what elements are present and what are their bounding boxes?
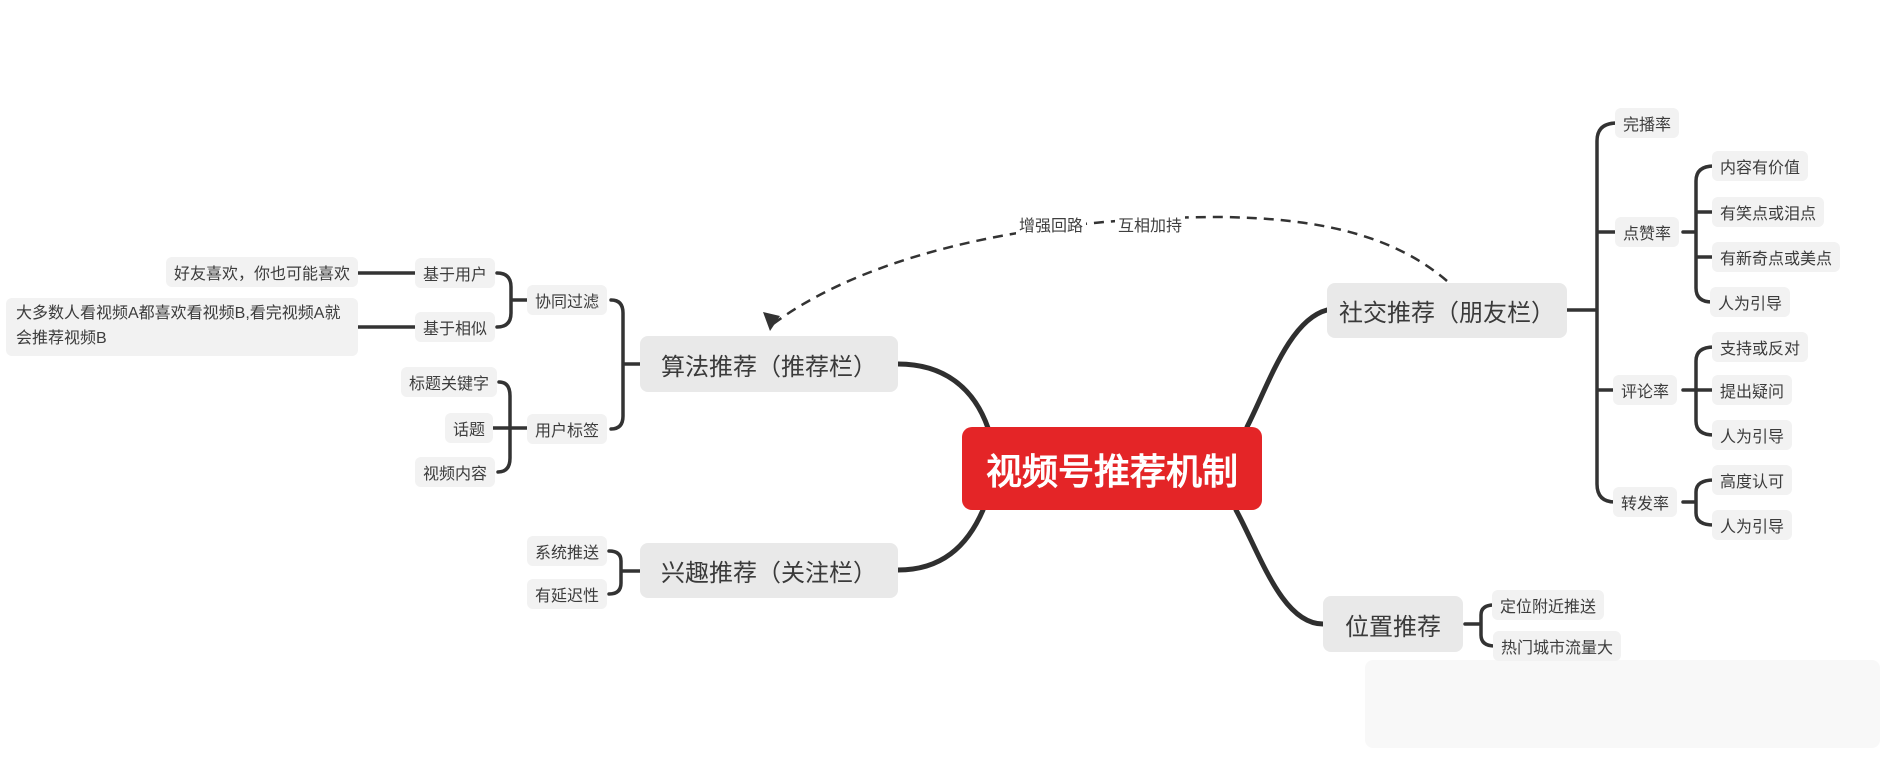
node-comment-rate[interactable]: 评论率 — [1613, 375, 1678, 405]
edge-root-social — [1244, 307, 1330, 430]
bracket-collab — [495, 271, 531, 329]
node-novel-or-beautiful[interactable]: 有新奇点或美点 — [1712, 242, 1841, 272]
node-completion-rate[interactable]: 完播率 — [1615, 108, 1680, 138]
node-raise-question[interactable]: 提出疑问 — [1712, 375, 1793, 405]
relationship-label-mutual[interactable]: 互相加持 — [1115, 212, 1186, 236]
bracket-like-children — [1681, 164, 1716, 304]
edge-root-interest — [895, 507, 986, 573]
node-user-based-note[interactable]: 好友喜欢，你也可能喜欢 — [165, 257, 358, 287]
relationship-arrowhead — [763, 312, 780, 331]
node-high-approval[interactable]: 高度认可 — [1712, 465, 1793, 495]
node-valuable-content[interactable]: 内容有价值 — [1712, 151, 1809, 181]
node-user-based[interactable]: 基于用户 — [414, 258, 495, 288]
bracket-location-children — [1463, 603, 1497, 648]
node-nearby-push[interactable]: 定位附近推送 — [1492, 590, 1605, 620]
node-topic[interactable]: 话题 — [444, 413, 493, 443]
node-social-recommendation[interactable]: 社交推荐（朋友栏） — [1327, 283, 1567, 338]
node-hot-city-traffic[interactable]: 热门城市流量大 — [1493, 631, 1622, 661]
node-manual-guidance-like[interactable]: 人为引导 — [1710, 287, 1791, 317]
node-system-push[interactable]: 系统推送 — [526, 536, 607, 566]
node-like-rate[interactable]: 点赞率 — [1615, 217, 1680, 247]
edge-root-algorithm — [895, 361, 991, 431]
node-algorithm-recommendation[interactable]: 算法推荐（推荐栏） — [640, 336, 898, 392]
node-delayed[interactable]: 有延迟性 — [526, 579, 607, 609]
node-user-tags[interactable]: 用户标签 — [527, 414, 608, 444]
node-interest-recommendation[interactable]: 兴趣推荐（关注栏） — [640, 543, 898, 598]
node-collaborative-filtering[interactable]: 协同过滤 — [527, 285, 608, 315]
node-manual-guidance-share[interactable]: 人为引导 — [1712, 510, 1793, 540]
bracket-comment-children — [1681, 345, 1716, 437]
trunk-social-children — [1565, 121, 1619, 504]
node-funny-or-touching[interactable]: 有笑点或泪点 — [1712, 197, 1825, 227]
bracket-algorithm-children — [609, 298, 644, 431]
watermark-area — [1365, 660, 1880, 748]
bracket-interest-children — [607, 549, 644, 596]
node-location-recommendation[interactable]: 位置推荐 — [1323, 596, 1463, 652]
edge-root-location — [1233, 507, 1326, 627]
node-similarity-note[interactable]: 大多数人看视频A都喜欢看视频B,看完视频A就会推荐视频B — [6, 298, 358, 356]
node-manual-guidance-comment[interactable]: 人为引导 — [1712, 420, 1793, 450]
bracket-user-tags — [489, 380, 531, 474]
bracket-share-children — [1681, 478, 1716, 527]
node-similarity-based[interactable]: 基于相似 — [414, 312, 495, 342]
node-support-or-oppose[interactable]: 支持或反对 — [1712, 332, 1809, 362]
node-title-keywords[interactable]: 标题关键字 — [400, 367, 497, 397]
node-root-topic[interactable]: 视频号推荐机制 — [962, 427, 1262, 510]
node-video-content[interactable]: 视频内容 — [414, 457, 495, 487]
node-share-rate[interactable]: 转发率 — [1613, 487, 1678, 517]
relationship-label-reinforce[interactable]: 增强回路 — [1016, 212, 1087, 236]
